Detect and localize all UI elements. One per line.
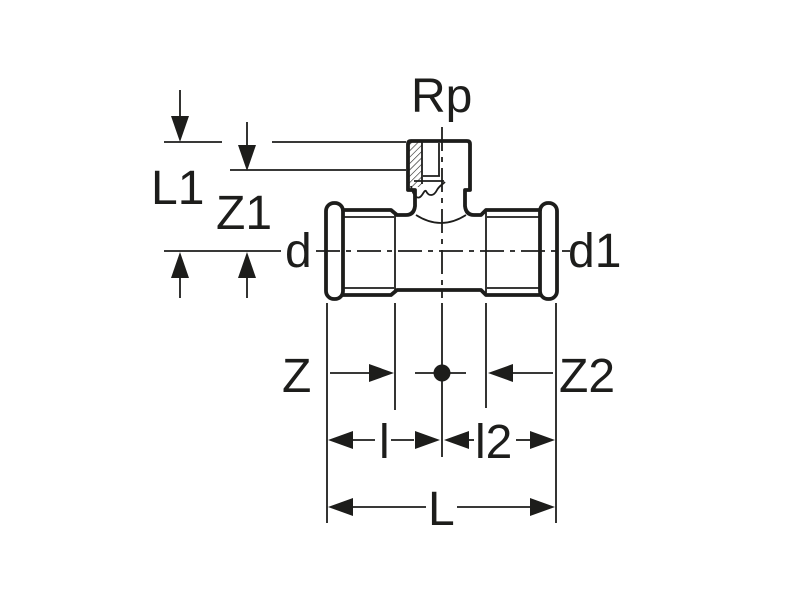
z1-bottom-arrowhead — [238, 252, 256, 278]
dimension-Z-Z2-row — [330, 364, 553, 382]
z1-top-arrowhead — [238, 145, 256, 171]
branch-bore-arc — [415, 214, 467, 224]
dimension-Z1 — [230, 122, 406, 298]
extension-lines — [326, 303, 557, 523]
labels: Rp L1 Z1 d d1 Z Z2 l l2 L — [151, 70, 621, 536]
L-right-arrowhead — [530, 498, 555, 516]
l2-left-arrowhead — [444, 431, 469, 449]
l-left-arrowhead — [328, 431, 353, 449]
z-arrowhead — [369, 364, 394, 382]
body-bottom-profile — [341, 288, 542, 297]
fitting-body — [324, 139, 559, 301]
body-top-profile — [341, 139, 542, 217]
label-z2: Z2 — [559, 350, 615, 403]
label-l1: L1 — [151, 162, 204, 215]
dimension-L-row — [328, 498, 555, 516]
label-rp: Rp — [411, 70, 472, 123]
dimension-l-l2-row — [328, 431, 555, 449]
l1-bottom-arrowhead — [171, 252, 189, 278]
body-inner-lines — [344, 212, 539, 293]
label-d: d — [285, 225, 312, 278]
L-left-arrowhead — [328, 498, 353, 516]
thread-hatch — [409, 142, 422, 187]
dimension-L1 — [164, 90, 222, 298]
l1-top-arrowhead — [171, 116, 189, 142]
label-z: Z — [282, 350, 311, 403]
label-l: l — [379, 416, 390, 469]
l2-right-arrowhead — [530, 431, 555, 449]
label-d1: d1 — [568, 225, 621, 278]
thread-runout-break — [410, 181, 446, 199]
l-right-arrowhead — [415, 431, 440, 449]
label-L: L — [428, 483, 455, 536]
label-l2: l2 — [475, 416, 512, 469]
branch-thread-detail — [409, 142, 446, 199]
centerlines — [164, 127, 570, 298]
z2-arrowhead — [488, 364, 513, 382]
label-z1: Z1 — [216, 187, 272, 240]
center-reference-dot — [433, 364, 451, 382]
